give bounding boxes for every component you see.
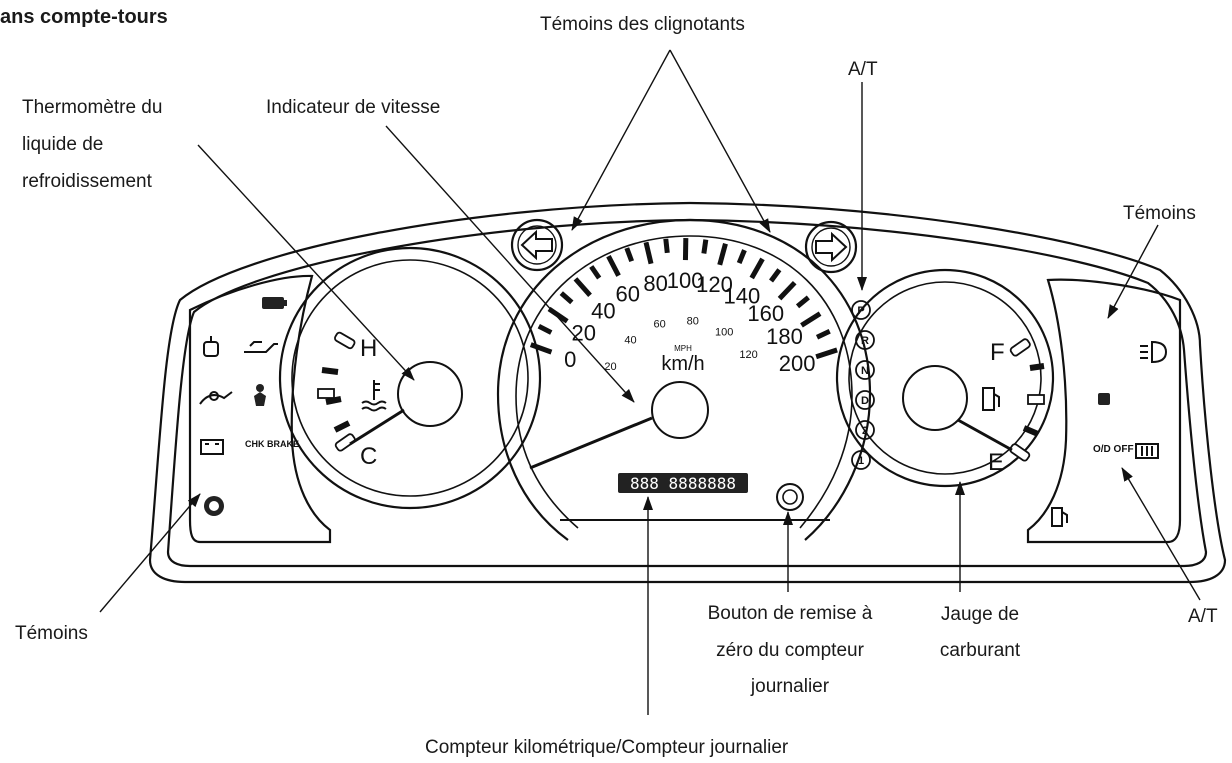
speed-tick (591, 266, 599, 278)
temp-cold-mark: C (360, 443, 377, 470)
trip-reset-knob-icon[interactable] (777, 484, 803, 510)
mph-label: 120 (739, 349, 757, 361)
gear-indicator: R (856, 331, 874, 349)
gear-indicator: D (856, 391, 874, 409)
speed-tick (752, 259, 763, 278)
svg-text:1: 1 (858, 455, 864, 467)
odometer-digits: 888 8888888 (630, 474, 736, 493)
oil-pressure-icon (244, 342, 278, 352)
temp-hot-mark: H (360, 335, 377, 362)
speed-unit: km/h (661, 353, 704, 375)
speed-tick (666, 239, 667, 253)
gear-indicator: N (856, 361, 874, 379)
mph-tag: MPH (674, 344, 692, 353)
svg-text:D: D (861, 395, 869, 407)
speed-tick (539, 326, 551, 332)
airbag-icon (254, 384, 266, 406)
fuel-empty-mark: E (988, 449, 1004, 476)
speed-tick (531, 345, 552, 353)
speed-tick (561, 293, 572, 302)
svg-text:P: P (857, 305, 864, 317)
speed-tick (720, 244, 726, 265)
speed-label: 80 (643, 271, 667, 296)
speed-label: 0 (564, 347, 576, 372)
speed-tick (627, 248, 632, 261)
speed-tick (771, 270, 779, 281)
gear-indicator: 2 (856, 421, 874, 439)
headlight-icon (1140, 342, 1166, 362)
check-brake-indicator: CHK BRAKE (245, 439, 299, 449)
traction-icon (1098, 393, 1110, 405)
fuel-pump-icon (983, 388, 999, 410)
mph-label: 100 (715, 326, 733, 338)
gear-indicator: P (852, 301, 870, 319)
speed-label: 20 (572, 321, 596, 346)
speed-tick (817, 331, 830, 337)
speed-tick (798, 297, 809, 306)
mph-label: 60 (653, 318, 665, 330)
speed-tick (780, 283, 795, 299)
speed-label: 160 (747, 301, 784, 326)
speed-tick (704, 240, 706, 254)
svg-text:N: N (861, 365, 869, 377)
speed-tick (608, 256, 618, 276)
svg-text:R: R (861, 335, 869, 347)
speed-label: 60 (616, 281, 640, 306)
od-off-indicator: O/D OFF (1093, 444, 1134, 455)
low-fuel-icon (1052, 508, 1067, 526)
speed-tick (816, 350, 837, 357)
fuel-full-mark: F (990, 339, 1005, 366)
seatbelt-icon (200, 392, 232, 404)
svg-text:2: 2 (862, 425, 868, 437)
door-open-icon (204, 336, 218, 356)
right-turn-arrow-icon (806, 222, 856, 272)
abs-icon (204, 496, 224, 516)
speed-tick (575, 279, 590, 295)
speed-tick (801, 314, 820, 326)
mph-label: 40 (624, 335, 636, 347)
speed-label: 40 (591, 298, 615, 323)
speed-tick (739, 250, 744, 263)
coolant-temp-icon (362, 380, 386, 411)
speed-tick (646, 242, 651, 263)
temperature-gauge: H C (280, 248, 540, 508)
speed-label: 200 (779, 351, 816, 376)
mph-label: 80 (687, 316, 699, 328)
battery-icon (201, 440, 223, 454)
speed-label: 180 (766, 324, 803, 349)
leader-lines (100, 50, 1200, 715)
check-engine-icon (262, 297, 287, 309)
rear-defrost-icon (1136, 444, 1158, 458)
